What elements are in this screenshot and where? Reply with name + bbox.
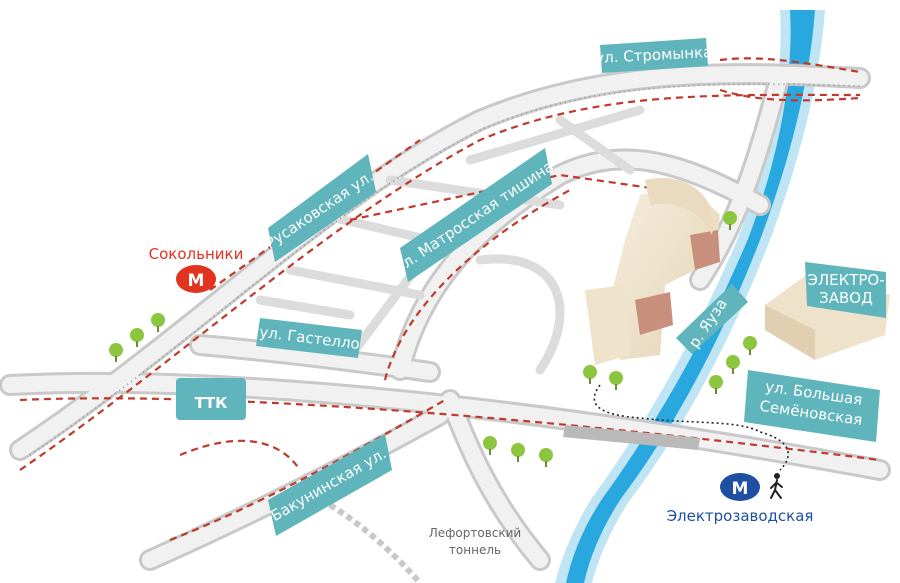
sign-stromynka: ул. Стромынка — [595, 38, 713, 73]
tree-icon — [511, 443, 525, 462]
sign-ttk: ТТК — [176, 378, 246, 420]
landmark-elektrozavod-2: ЗАВОД — [819, 289, 873, 307]
sign-gastello: ул. Гастелло — [256, 318, 362, 358]
tree-icon — [483, 436, 497, 455]
tree-icon — [709, 375, 723, 394]
sign-semenovskaya: ул. Большая Семёновская — [744, 370, 880, 442]
tunnel-label-2: тоннель — [449, 543, 501, 557]
metro-name-elektrozavodskaya: Электрозаводская — [667, 507, 814, 525]
sign-rusakovskaya: Русаковская ул. — [262, 154, 376, 262]
route-inner — [383, 189, 571, 381]
route-stromynka — [719, 57, 861, 74]
route-stromynka-loop — [719, 88, 861, 102]
street-grid-5 — [465, 105, 645, 165]
street-label-matrosskaya: ул. Матросская тишина — [392, 157, 557, 277]
tree-icon — [539, 448, 553, 467]
svg-text:M: M — [732, 479, 749, 499]
tree-icon — [609, 371, 623, 390]
street-grid-6 — [555, 115, 635, 175]
svg-text:M: M — [188, 271, 205, 291]
metro-station-elektrozavodskaya: M Электрозаводская — [667, 473, 814, 525]
tree-icon — [109, 343, 123, 362]
street-grid-3 — [255, 295, 355, 320]
metro-station-sokolniki: Сокольники M — [149, 245, 244, 293]
walking-path — [593, 384, 789, 471]
building-complex — [585, 178, 720, 365]
route-bakuninskaya — [169, 399, 446, 542]
tree-icon — [743, 336, 757, 355]
metro-icon: M — [176, 265, 216, 293]
tree-icon — [723, 211, 737, 230]
walking-person-icon — [770, 473, 783, 499]
route-main — [19, 93, 861, 471]
street-grid-4 — [385, 175, 565, 210]
sign-elektrozavod: ЭЛЕКТРО- ЗАВОД — [805, 262, 886, 318]
street-label-rusakovskaya: Русаковская ул. — [262, 167, 376, 252]
street-label-ttk: ТТК — [195, 394, 228, 412]
tree-icon — [130, 328, 144, 347]
tree-icon — [583, 365, 597, 384]
route-ttk — [19, 397, 881, 462]
street-grid-7 — [475, 254, 565, 375]
route-ttk-loop — [179, 439, 301, 471]
landmark-elektrozavod-1: ЭЛЕКТРО- — [807, 271, 884, 289]
metro-icon: M — [720, 473, 760, 501]
tree-icon — [151, 313, 165, 332]
tree-icon — [726, 355, 740, 374]
metro-name-sokolniki: Сокольники — [149, 245, 244, 263]
lefortovo-tunnel — [328, 502, 423, 583]
tunnel-label-1: Лефортовский — [429, 526, 521, 540]
bridge — [563, 425, 700, 450]
